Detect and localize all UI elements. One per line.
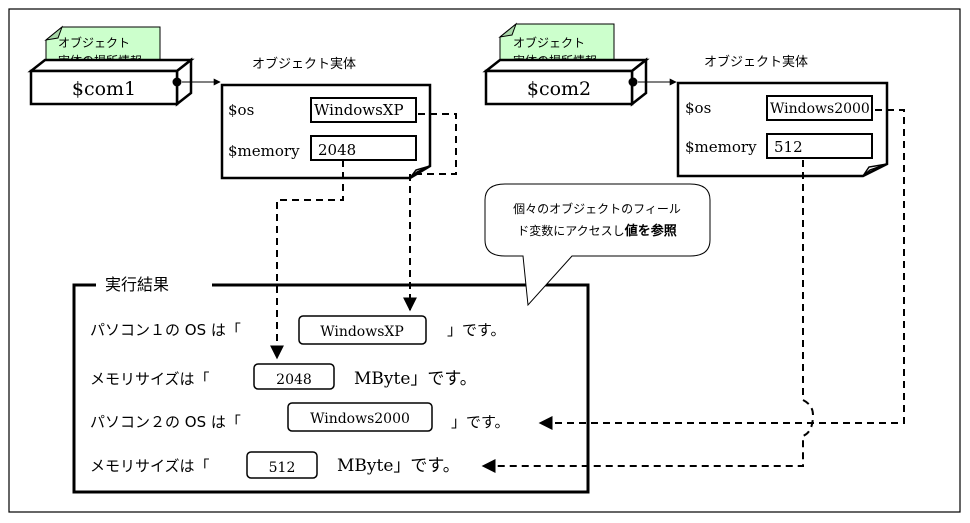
os-flow-arrow-2 [538, 109, 905, 430]
variable-box-2 [484, 69, 634, 106]
card-label-line1: オブジェクト [513, 35, 585, 50]
field-value-box-memory-2 [766, 133, 873, 159]
result-title: 実行結果 [105, 275, 169, 294]
object-instance-1: オブジェクト実体 $os WindowsXP $memory 2048 [220, 56, 432, 180]
page-curl-icon [862, 163, 888, 177]
callout-line2: ド変数にアクセスし値を参照 [517, 223, 676, 239]
result-line-prefix: メモリサイズは「 [90, 457, 210, 475]
result-value-box [246, 451, 318, 479]
result-line-3: パソコン２の OS は「 Windows2000 」です。 [90, 402, 510, 432]
card-fold-icon [44, 25, 64, 41]
field-value-box-os-2 [766, 95, 873, 121]
result-line-2: メモリサイズは「 2048 MByte」です。 [90, 363, 477, 390]
variable-box-1 [29, 69, 179, 106]
result-line-4: メモリサイズは「 512 MByte」です。 [90, 451, 460, 479]
result-line-suffix: MByte」です。 [337, 456, 460, 476]
result-line-suffix: 」です。 [451, 413, 510, 431]
result-value-box [287, 402, 433, 432]
memory-flow-arrow-2 [481, 160, 815, 473]
result-panel: 実行結果 パソコン１の OS は「 WindowsXP 」です。 メモリサイズは… [72, 275, 590, 494]
result-value: Windows2000 [310, 411, 410, 427]
reference-variable-1: オブジェクト 実体の場所情報 $com1 [27, 25, 195, 107]
field-value-os-1: WindowsXP [314, 101, 404, 119]
result-line-prefix: メモリサイズは「 [90, 370, 210, 388]
result-value-box [253, 363, 335, 390]
object-instance-2: オブジェクト実体 $os Windows2000 $memory 512 [676, 54, 889, 178]
callout-line2-bold: 値を参照 [624, 223, 677, 239]
field-name-os-2: $os [685, 99, 711, 117]
os-flow-arrow-1 [403, 113, 457, 312]
callout-line1: 個々のオブジェクトのフィール [513, 201, 681, 216]
result-value-box [298, 315, 427, 345]
variable-name-2: $com2 [527, 78, 591, 100]
pointer-dot-icon [172, 77, 182, 87]
field-name-os-1: $os [228, 101, 254, 119]
result-value: 2048 [276, 372, 312, 388]
callout-bubble: 個々のオブジェクトのフィール ド変数にアクセスし値を参照 [484, 183, 711, 307]
field-value-os-2: Windows2000 [770, 101, 870, 117]
card-label-line1: オブジェクト [58, 35, 130, 50]
result-line-suffix: 」です。 [447, 321, 506, 339]
reference-variable-2: オブジェクト 実体の場所情報 $com2 [482, 22, 650, 107]
object-title-1: オブジェクト実体 [252, 56, 356, 72]
field-value-box-os-1 [310, 97, 417, 123]
result-line-suffix: MByte」です。 [354, 369, 477, 389]
result-value: WindowsXP [320, 324, 404, 340]
object-title-2: オブジェクト実体 [704, 54, 808, 70]
result-line-prefix: パソコン２の OS は「 [90, 413, 241, 431]
pointer-dot-icon [628, 77, 638, 87]
result-line-prefix: パソコン１の OS は「 [90, 321, 241, 339]
field-name-memory-1: $memory [228, 142, 300, 160]
result-value: 512 [269, 460, 296, 476]
field-value-box-memory-1 [310, 135, 417, 161]
card-fold-icon [498, 22, 518, 38]
field-value-memory-2: 512 [774, 138, 803, 156]
page-curl-icon [409, 165, 431, 179]
result-line-1: パソコン１の OS は「 WindowsXP 」です。 [90, 315, 506, 345]
field-name-memory-2: $memory [685, 138, 757, 156]
variable-name-1: $com1 [72, 78, 136, 100]
callout-line2-normal: ド変数にアクセスし [517, 223, 624, 238]
field-value-memory-1: 2048 [318, 141, 356, 159]
memory-flow-arrow-1 [270, 160, 344, 360]
